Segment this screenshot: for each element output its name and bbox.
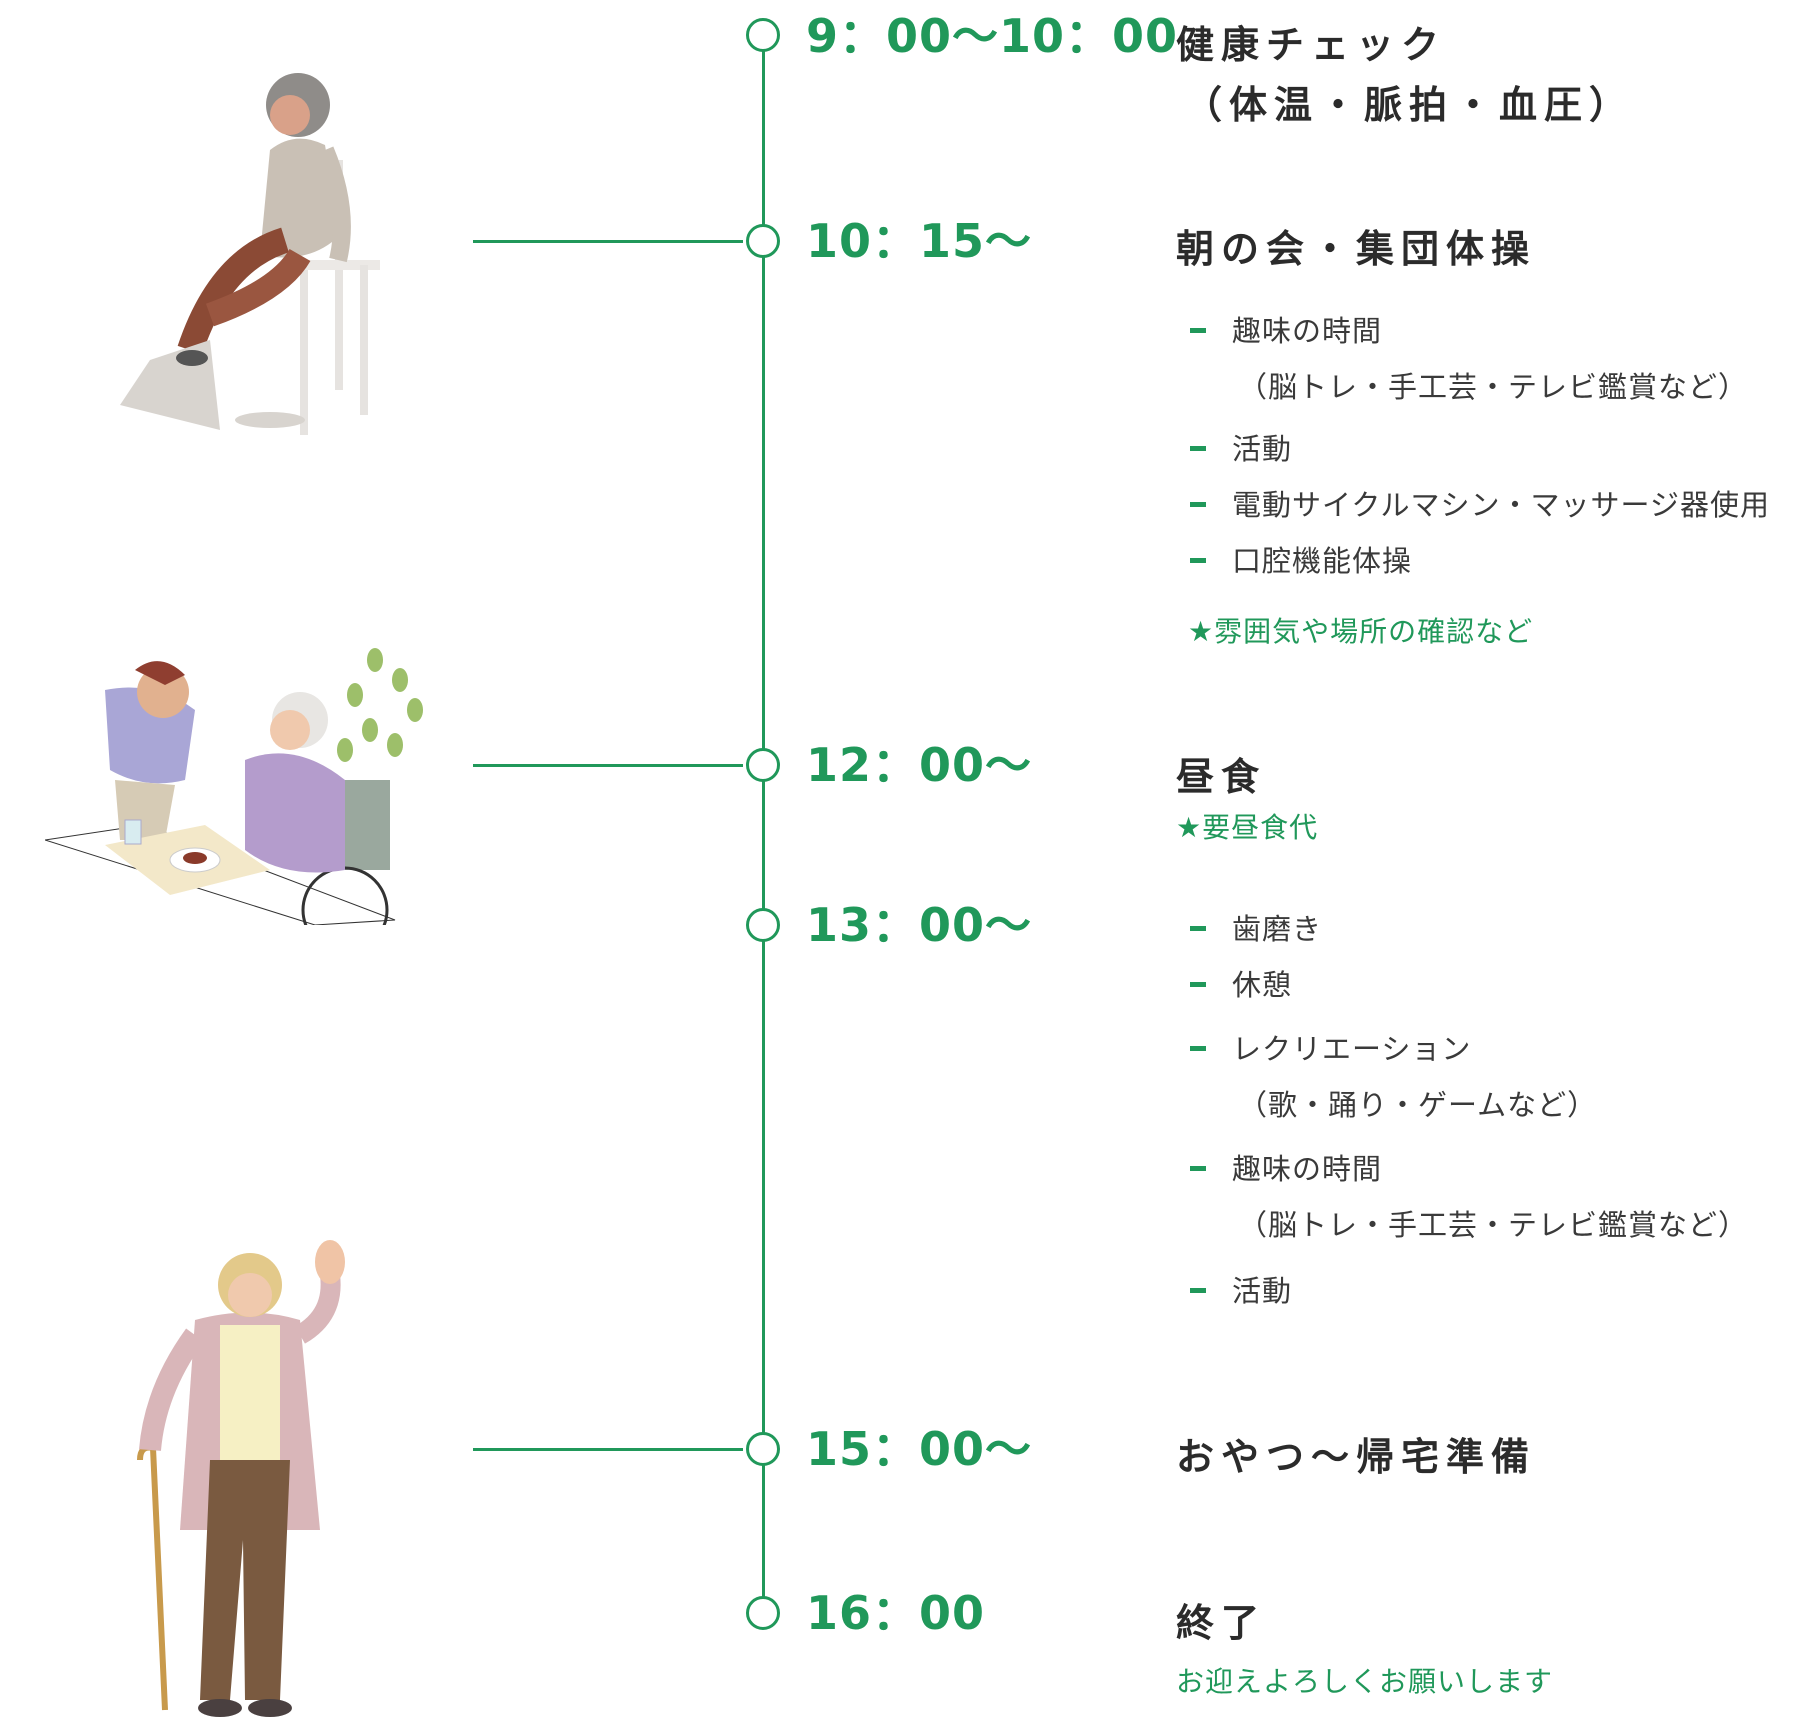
dash-icon bbox=[1190, 445, 1206, 451]
list-item: 休憩 bbox=[1190, 962, 1292, 1004]
elderly-woman-waving-with-cane-icon bbox=[125, 1240, 375, 1720]
dash-icon bbox=[1190, 327, 1206, 333]
timeline-line bbox=[762, 50, 765, 1616]
time-label: 13：00〜 bbox=[806, 898, 1033, 952]
event-title: 健康チェック bbox=[1176, 23, 1447, 67]
list-item: 歯磨き bbox=[1190, 906, 1322, 948]
list-item-sub: （脳トレ・手工芸・テレビ鑑賞など） bbox=[1238, 1208, 1749, 1242]
event-title: 朝の会・集団体操 bbox=[1176, 227, 1537, 271]
dash-icon bbox=[1190, 1045, 1206, 1051]
timeline-connector bbox=[473, 1448, 743, 1451]
timeline-connector bbox=[473, 764, 743, 767]
list-item-sub: （脳トレ・手工芸・テレビ鑑賞など） bbox=[1238, 370, 1749, 404]
event-note: ★雰囲気や場所の確認など bbox=[1188, 615, 1534, 648]
dash-icon bbox=[1190, 981, 1206, 987]
list-item: 活動 bbox=[1190, 426, 1292, 468]
timeline-node bbox=[746, 1432, 780, 1466]
timeline-node bbox=[746, 1596, 780, 1630]
time-label: 15：00〜 bbox=[806, 1422, 1033, 1476]
event-title: 昼食 bbox=[1176, 755, 1267, 799]
caregiver-serving-meal-icon bbox=[44, 640, 455, 954]
list-item: 口腔機能体操 bbox=[1190, 538, 1412, 580]
list-item: レクリエーション bbox=[1190, 1026, 1471, 1068]
list-item: 電動サイクルマシン・マッサージ器使用 bbox=[1190, 482, 1770, 524]
list-item: 趣味の時間 bbox=[1190, 308, 1382, 350]
event-note: ★要昼食代 bbox=[1176, 811, 1319, 844]
time-label: 16：00 bbox=[806, 1586, 986, 1640]
dash-icon bbox=[1190, 1165, 1206, 1171]
timeline-node bbox=[746, 748, 780, 782]
dash-icon bbox=[1190, 557, 1206, 563]
event-title: 終了 bbox=[1176, 1601, 1267, 1645]
timeline-node bbox=[746, 908, 780, 942]
event-title: おやつ〜帰宅準備 bbox=[1176, 1435, 1537, 1479]
elderly-man-cycling-machine-icon bbox=[110, 60, 380, 470]
time-label: 12：00〜 bbox=[806, 738, 1033, 792]
dash-icon bbox=[1190, 501, 1206, 507]
time-label: 10：15〜 bbox=[806, 214, 1033, 268]
list-item: 活動 bbox=[1190, 1268, 1292, 1310]
list-item: 趣味の時間 bbox=[1190, 1146, 1382, 1188]
event-subtitle: （体温・脈拍・血圧） bbox=[1184, 83, 1635, 127]
time-label: 9：00〜10：00 bbox=[806, 9, 1179, 63]
event-note: お迎えよろしくお願いします bbox=[1176, 1665, 1554, 1698]
timeline-connector bbox=[473, 240, 743, 243]
dash-icon bbox=[1190, 925, 1206, 931]
timeline-node bbox=[746, 18, 780, 52]
dash-icon bbox=[1190, 1287, 1206, 1293]
timeline-node bbox=[746, 224, 780, 258]
list-item-sub: （歌・踊り・ゲームなど） bbox=[1238, 1088, 1598, 1122]
